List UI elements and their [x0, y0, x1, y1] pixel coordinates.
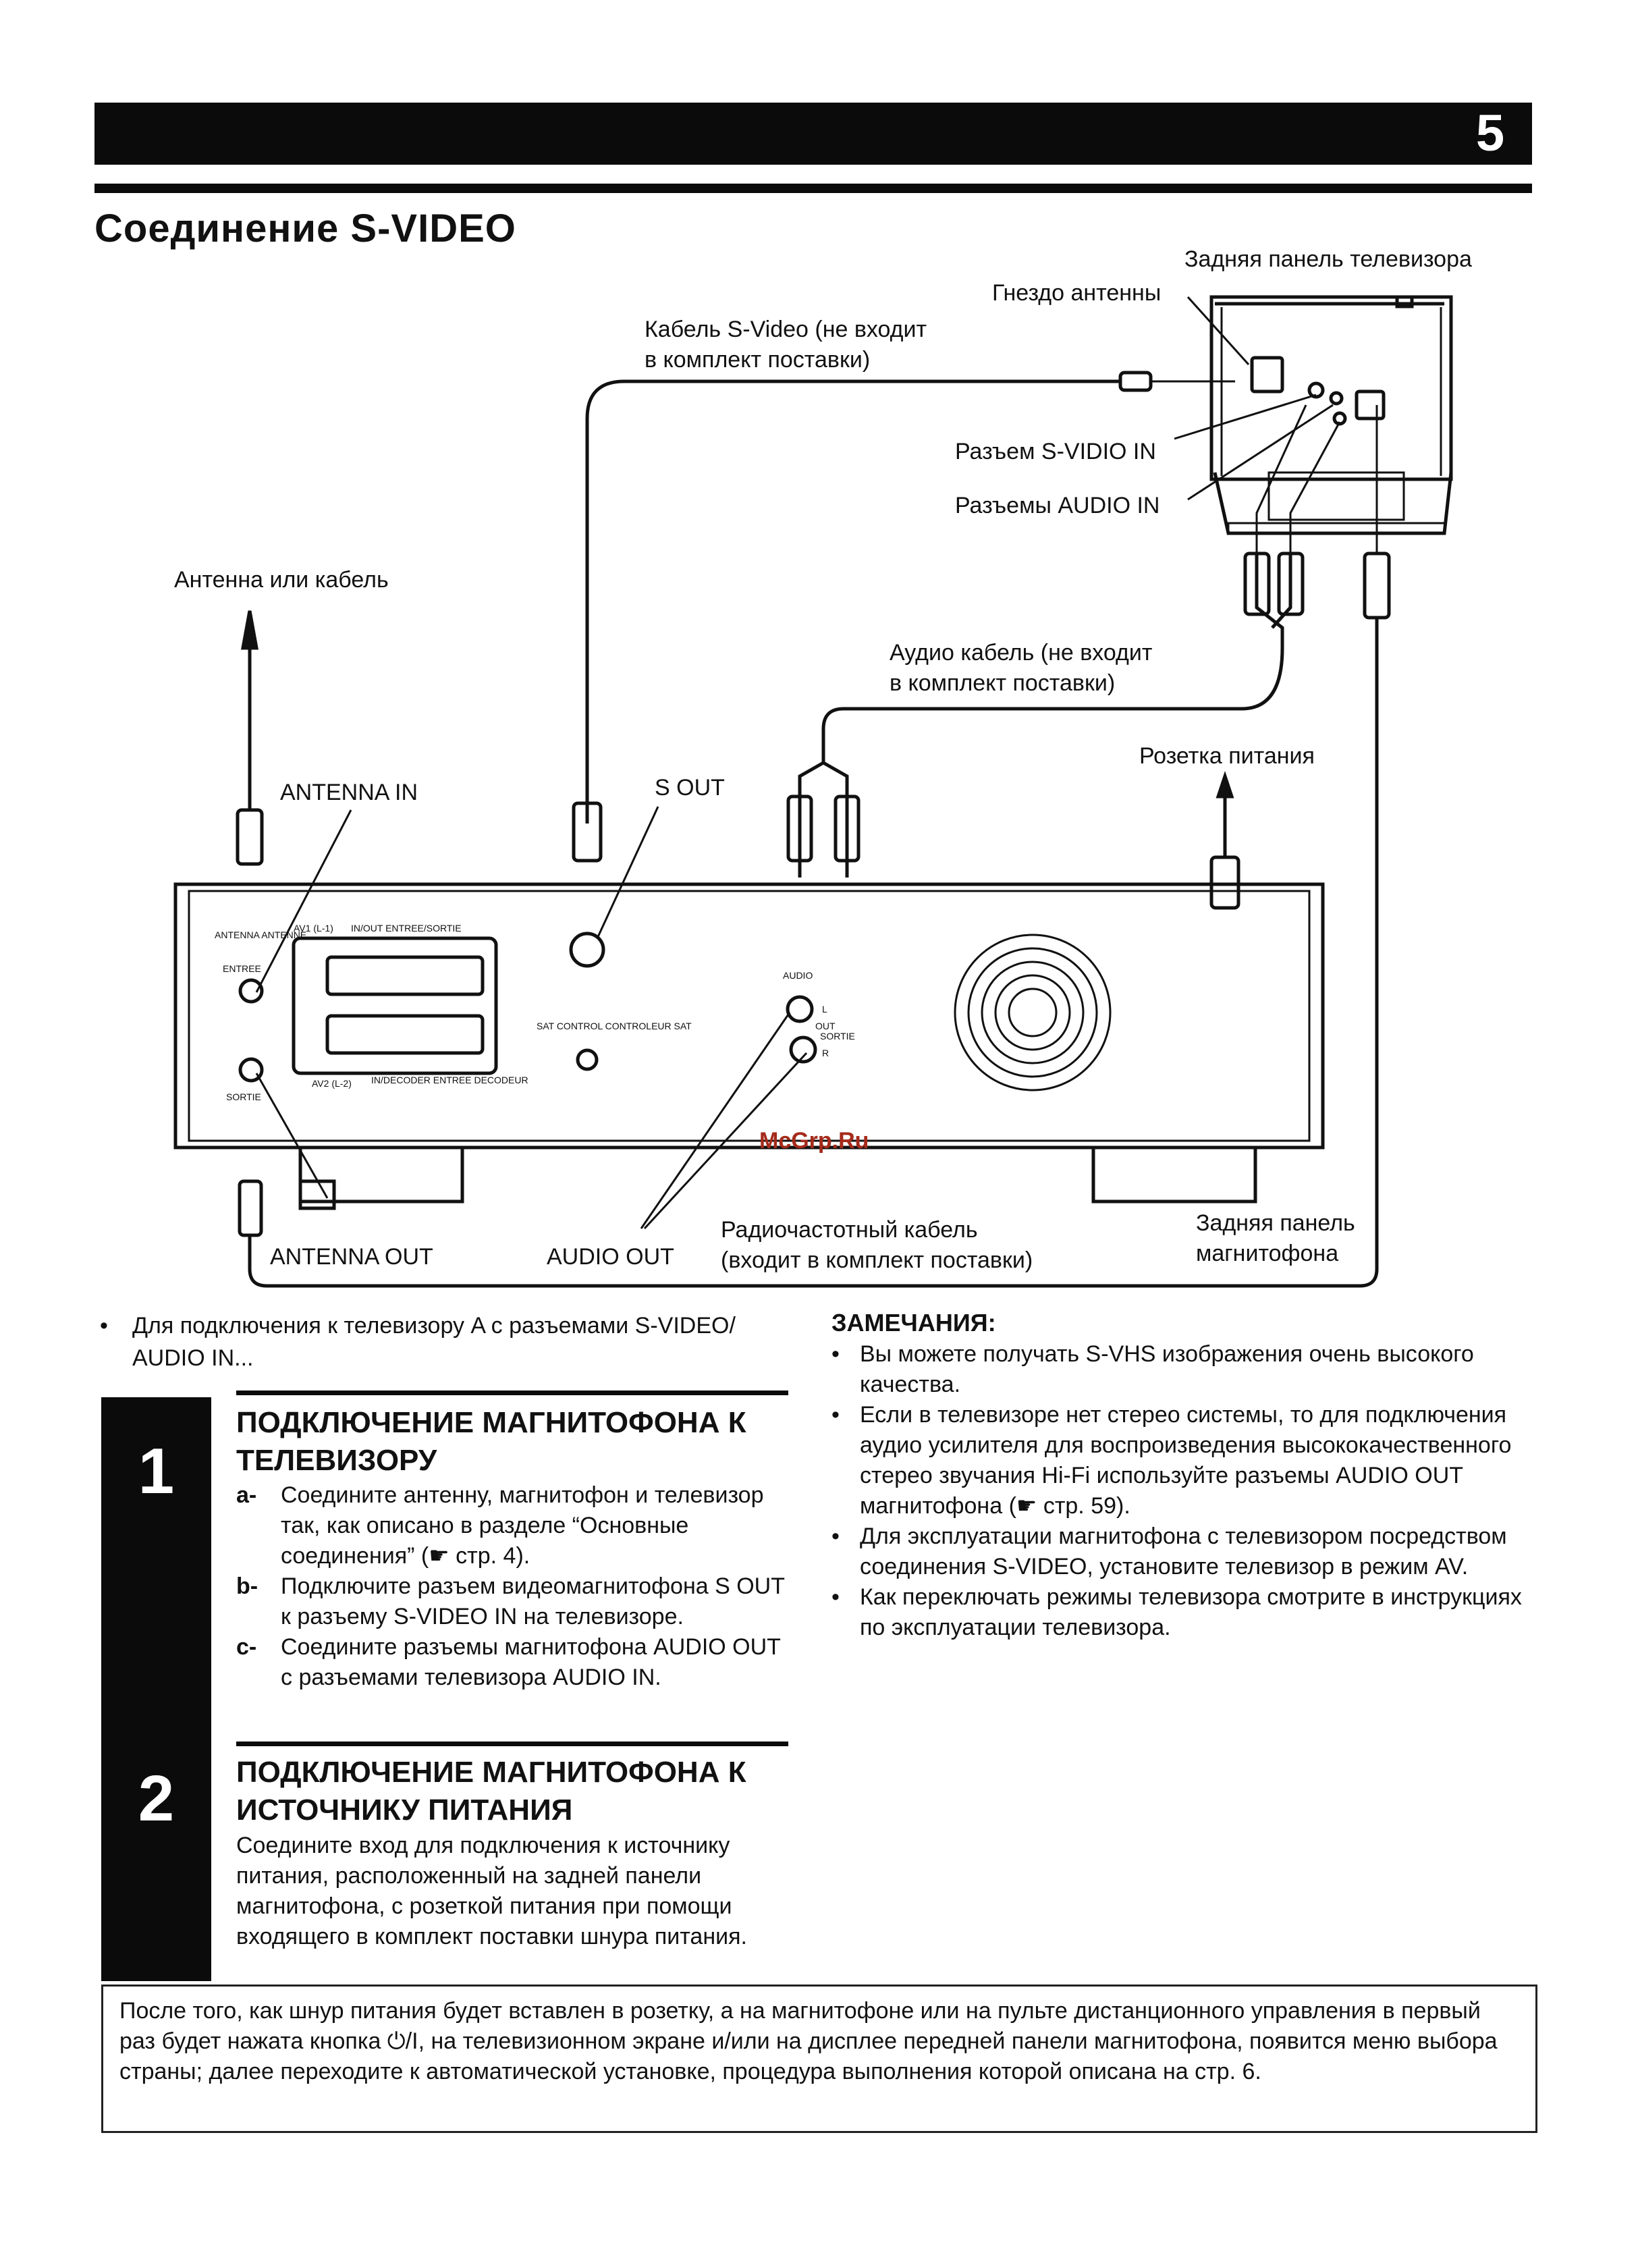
rf-plug-vcr	[238, 1179, 263, 1237]
step-2-box: 2	[101, 1742, 211, 1981]
tv-antenna-socket	[1250, 356, 1284, 394]
label-antenna-socket: Гнездо антенны	[992, 280, 1162, 306]
step-1-items: a-Соедините антенну, магнитофон и телеви…	[236, 1480, 796, 1693]
step-1-number: 1	[138, 1435, 175, 1507]
vcr-av2: AV2 (L-2)	[312, 1078, 352, 1089]
vcr-out-r: R	[822, 1048, 829, 1058]
tv-audio-in-l	[1329, 391, 1344, 406]
svideo-plug	[572, 801, 603, 863]
step-2-title: ПОДКЛЮЧЕНИЕ МАГНИТОФОНА К ИСТОЧНИКУ ПИТА…	[236, 1756, 746, 1827]
note-item: •Если в телевизоре нет стерео системы, т…	[831, 1402, 1512, 1519]
step-2-text: Соедините вход для подключения к источни…	[236, 1833, 747, 1949]
rf-plug-tv	[1363, 551, 1391, 620]
connection-diagram: ANTENNA ANTENNE ENTREE SORTIE AV1 (L-1) …	[173, 295, 1453, 1288]
vcr-out-sortie: SORTIE	[820, 1031, 855, 1042]
s-out-port	[569, 932, 605, 968]
vcr-entree: ENTREE	[223, 963, 261, 974]
label-audio-in: Разъемы AUDIO IN	[955, 493, 1160, 518]
notes-heading: ЗАМЕЧАНИЯ:	[831, 1309, 996, 1336]
step-1-box: 1	[101, 1397, 211, 1742]
audio-out-l	[786, 995, 814, 1023]
bottom-note: После того, как шнур питания будет встав…	[101, 1985, 1537, 2133]
notes: ЗАМЕЧАНИЯ: •Вы можете получать S-VHS изо…	[831, 1307, 1547, 1643]
audio-plug-vcr-r	[834, 794, 861, 863]
tv-antenna-port	[1355, 389, 1386, 421]
label-rf-cable: Радиочастотный кабель (входит в комплект…	[721, 1217, 1033, 1273]
antenna-out-port	[238, 1057, 264, 1083]
label-antenna-out: ANTENNA OUT	[270, 1244, 433, 1270]
vcr-av1: AV1 (L-1)	[294, 923, 333, 934]
label-svideo-in: Разъем S-VIDIO IN	[955, 439, 1156, 464]
step-2-number: 2	[138, 1762, 175, 1835]
note-item: •Как переключать режимы телевизора смотр…	[831, 1584, 1522, 1640]
audio-plug-vcr-l	[786, 794, 813, 863]
step-1-title: ПОДКЛЮЧЕНИЕ МАГНИТОФОНА К ТЕЛЕВИЗОРУ	[236, 1406, 746, 1477]
page-number: 5	[1459, 103, 1521, 165]
label-antenna-in: ANTENNA IN	[280, 780, 418, 805]
antenna-plug	[236, 808, 264, 866]
note-item: •Вы можете получать S-VHS изображения оч…	[831, 1341, 1474, 1397]
scart-av2	[325, 1014, 485, 1055]
note-item: •Для эксплуатации магнитофона с телевизо…	[831, 1523, 1507, 1580]
intro-note: • Для подключения к телевизору A с разъе…	[100, 1310, 795, 1374]
label-power-outlet: Розетка питания	[1139, 743, 1315, 769]
step-2-rule	[236, 1742, 788, 1746]
step-1-item-c: c-Соедините разъемы магнитофона AUDIO OU…	[236, 1634, 781, 1690]
step-1-item-b: b-Подключите разъем видеомагнитофона S O…	[236, 1573, 785, 1629]
bullet-icon: •	[100, 1313, 108, 1339]
label-s-out: S OUT	[655, 775, 725, 801]
vcr-sat-control: SAT CONTROL CONTROLEUR SAT	[537, 1021, 692, 1031]
watermark: McGrp.Ru	[759, 1128, 869, 1154]
vcr-out-label: OUT	[815, 1021, 836, 1031]
label-vcr-back-panel: Задняя панель магнитофона	[1196, 1210, 1355, 1266]
sat-control-port	[576, 1048, 599, 1071]
vcr-audio-box: AUDIO	[783, 970, 813, 981]
vcr-body	[173, 882, 1325, 1150]
tv-body	[1209, 295, 1453, 481]
tv-svideo-in	[1307, 381, 1325, 399]
header-bar: 5	[94, 103, 1532, 165]
vcr-out-l: L	[822, 1004, 827, 1015]
vcr-av1-io: IN/OUT ENTREE/SORTIE	[351, 923, 462, 934]
label-audio-out: AUDIO OUT	[547, 1244, 674, 1270]
vcr-sortie: SORTIE	[226, 1091, 261, 1102]
label-tv-back-panel: Задняя панель телевизора	[1184, 246, 1472, 272]
audio-out-r	[789, 1035, 817, 1064]
label-antenna-or-cable: Антенна или кабель	[174, 567, 389, 593]
step-1-rule	[236, 1390, 788, 1395]
header-rule	[94, 184, 1532, 193]
antenna-in-port	[238, 978, 264, 1004]
page-title: Соединение S-VIDEO	[94, 207, 516, 250]
step-1-item-a: a-Соедините антенну, магнитофон и телеви…	[236, 1482, 764, 1569]
vcr-av2-io: IN/DECODER ENTREE DECODEUR	[371, 1075, 528, 1085]
scart-av1	[325, 955, 485, 996]
label-audio-cable: Аудио кабель (не входит в комплект поста…	[890, 640, 1153, 696]
label-svideo-cable: Кабель S-Video (не входит в комплект пос…	[645, 317, 927, 373]
vcr-antenna-box: ANTENNA ANTENNE	[215, 929, 306, 940]
